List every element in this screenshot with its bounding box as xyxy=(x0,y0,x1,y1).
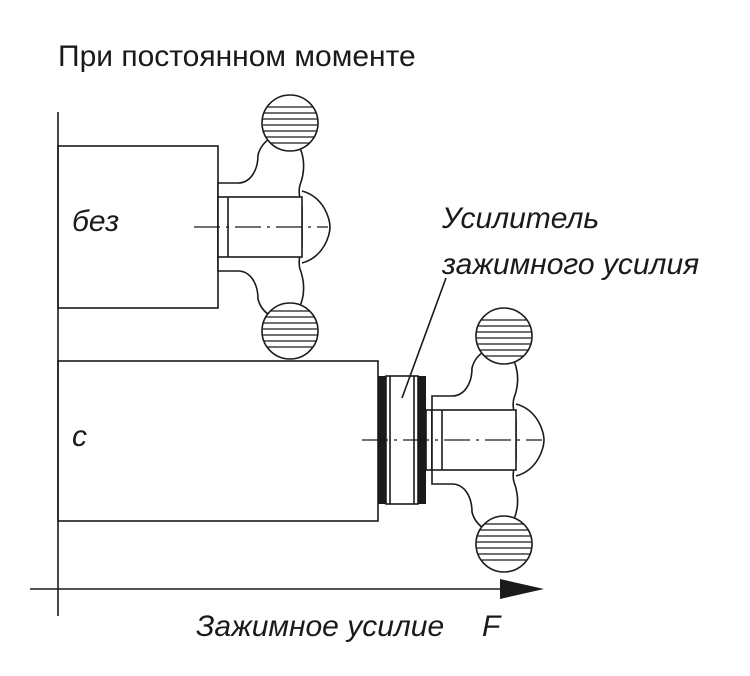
x-axis-arrow-icon xyxy=(500,579,544,599)
label-without: без xyxy=(72,205,119,238)
booster-label-line2: зажимного усилия xyxy=(441,248,699,281)
booster-leader-line xyxy=(401,277,447,399)
bar-with-booster xyxy=(57,360,379,522)
x-axis-label: Зажимное усилие xyxy=(196,610,444,643)
clamping-knob-upper-icon xyxy=(217,94,331,360)
x-axis-symbol: F xyxy=(482,610,502,643)
booster-label-line1: Усилитель xyxy=(441,202,599,235)
page-title: При постоянном моменте xyxy=(58,40,416,73)
label-with: с xyxy=(72,420,87,453)
